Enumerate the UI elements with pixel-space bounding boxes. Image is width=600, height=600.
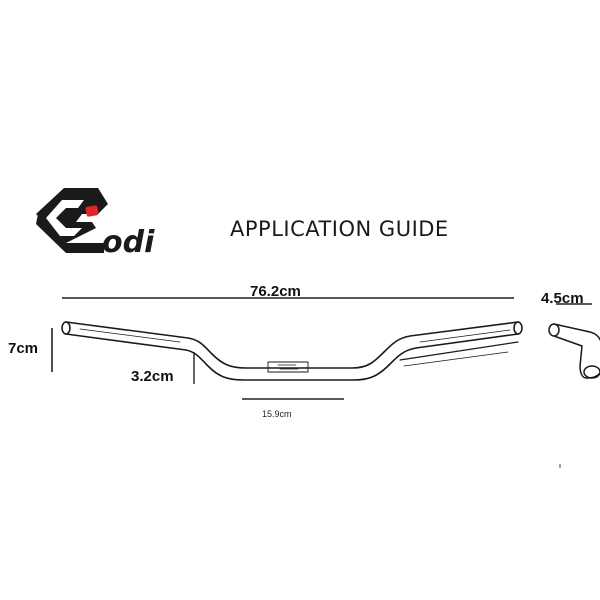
center-dimension-label: 15.9cm — [262, 409, 292, 419]
handlebar-right-highlight — [419, 329, 511, 343]
sweep-dimension: 4.5cm — [541, 290, 592, 307]
handlebar-front-view — [61, 321, 523, 381]
odi-logo: odi — [36, 188, 155, 260]
handlebar-side-view — [548, 323, 600, 379]
handlebar-center-clamp — [267, 361, 309, 373]
handlebar-right-shade-1 — [399, 341, 519, 361]
logo-red-accent-icon — [85, 205, 99, 217]
handlebar-left-end — [61, 321, 71, 335]
height-dimension-label: 7cm — [8, 340, 38, 357]
handlebar-left-highlight — [79, 328, 181, 343]
side-view-top-end — [548, 323, 560, 337]
handlebar-top-outline — [65, 321, 519, 369]
rise-dimension-label: 3.2cm — [131, 368, 174, 385]
logo-cube-shadow-icon — [36, 214, 104, 253]
side-view-body — [553, 323, 600, 379]
handlebar-right-shade-2 — [403, 351, 509, 367]
logo-inner-cut-icon — [46, 200, 84, 236]
sweep-dimension-label: 4.5cm — [541, 290, 584, 307]
handlebar-right-end — [513, 321, 523, 335]
page-title: APPLICATION GUIDE — [230, 217, 449, 241]
width-dimension-label: 76.2cm — [250, 283, 301, 300]
height-dimension: 7cm — [8, 328, 53, 372]
rise-dimension: 3.2cm — [131, 352, 195, 385]
logo-diamond-icon — [36, 188, 108, 243]
side-view-bottom-end — [583, 365, 600, 379]
handlebar-bottom-outline — [65, 333, 519, 381]
center-dimension: 15.9cm — [242, 398, 344, 419]
logo-wordmark: odi — [102, 225, 155, 260]
width-dimension: 76.2cm — [62, 283, 514, 300]
